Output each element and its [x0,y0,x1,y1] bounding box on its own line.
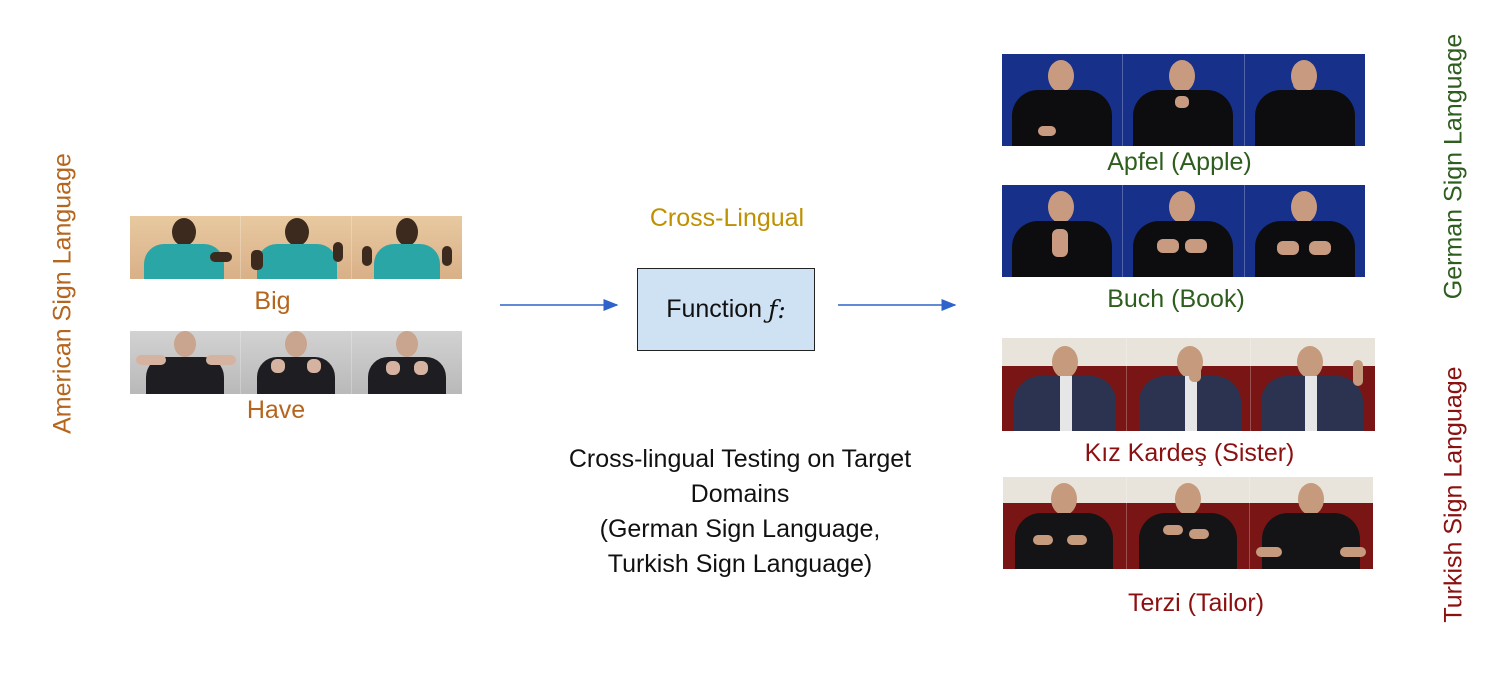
video-frame [1003,477,1127,569]
asl-have-frames [130,331,462,394]
description-line: Cross-lingual Testing on Target [568,445,912,473]
video-frame [352,216,462,279]
function-symbol: ƒ: [768,295,786,324]
video-frame [1002,338,1127,431]
video-frame [241,216,352,279]
tid-kiz-kardes-caption: Kız Kardeş (Sister) [1084,439,1295,467]
video-frame [241,331,352,394]
video-frame [1244,54,1365,146]
video-frame [1123,185,1245,277]
video-frame [130,216,241,279]
video-frame [1126,477,1251,569]
description-line: Domains [690,480,790,508]
dgs-apfel-frames [1002,54,1365,146]
video-frame [1002,185,1124,277]
asl-big-caption: Big [254,287,291,315]
cross-lingual-description: Cross-lingual Testing on Target Domains … [520,442,960,582]
video-frame [352,331,462,394]
video-frame [1244,185,1365,277]
dgs-buch-frames [1002,185,1365,277]
function-label: Function [666,295,763,323]
video-frame [1250,477,1373,569]
dgs-apfel-caption: Apfel (Apple) [1107,148,1252,176]
video-frame [1002,54,1124,146]
cross-lingual-label: Cross-Lingual [649,204,805,232]
description-line: (German Sign Language, [599,515,881,543]
dgs-buch-caption: Buch (Book) [1107,285,1245,313]
tid-kiz-kardes-frames [1002,338,1375,431]
video-frame [1126,338,1252,431]
video-frame [1251,338,1375,431]
function-box: Function ƒ: [637,268,815,351]
asl-big-frames [130,216,462,279]
tid-terzi-frames [1003,477,1373,569]
video-frame [130,331,241,394]
asl-have-caption: Have [246,396,306,424]
tid-terzi-caption: Terzi (Tailor) [1127,589,1265,617]
video-frame [1123,54,1245,146]
description-line: Turkish Sign Language) [607,550,873,578]
